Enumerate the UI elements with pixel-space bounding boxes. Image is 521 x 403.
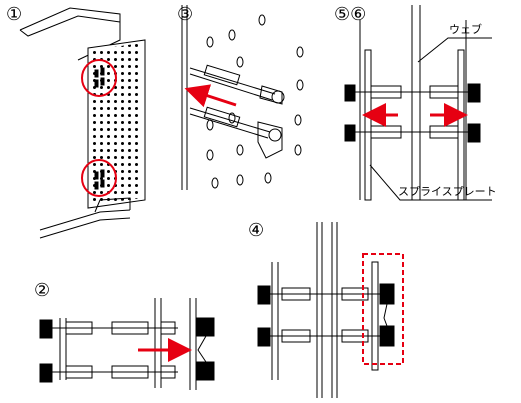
highlight-box (362, 253, 404, 365)
insert-arrow (184, 84, 237, 108)
panel-3-insertion (181, 5, 304, 190)
bolt-group-lower (94, 169, 105, 190)
bolt-assembly-upper (189, 64, 285, 105)
plate-holes (206, 14, 304, 189)
web-leader (417, 37, 492, 63)
step-label-2: ② (34, 280, 51, 301)
step-label-56: ⑤⑥ (334, 4, 367, 25)
panel-2-prepare (39, 298, 215, 390)
panel-56-tightening (344, 5, 492, 201)
highlight-circle-upper (81, 59, 117, 97)
splice-plate-right (457, 49, 465, 201)
attached-plate (371, 261, 379, 371)
bolt-upper (39, 319, 178, 339)
step-label-1: ① (6, 4, 23, 25)
splice-plate-leader (369, 164, 492, 201)
step-label-4: ④ (248, 220, 265, 241)
bolt-row-lower (344, 123, 481, 143)
panel-1-overview (19, 7, 146, 239)
bolt-assembly-lower (189, 106, 283, 159)
splice-plate-left (364, 49, 372, 201)
bolt-row-upper (344, 83, 481, 103)
splice-plate-callout: スプライスプレート (398, 185, 497, 198)
bolt-group-upper (94, 67, 105, 88)
bolt-upper (257, 283, 395, 305)
highlight-circle-lower (81, 159, 117, 197)
bolt-lower (257, 325, 395, 347)
panel-4-attach (257, 222, 404, 398)
bolt-lower (39, 363, 178, 383)
web-callout: ウェブ (449, 23, 482, 36)
step-label-3: ③ (177, 4, 194, 25)
nut-tether-assembly (189, 298, 215, 390)
